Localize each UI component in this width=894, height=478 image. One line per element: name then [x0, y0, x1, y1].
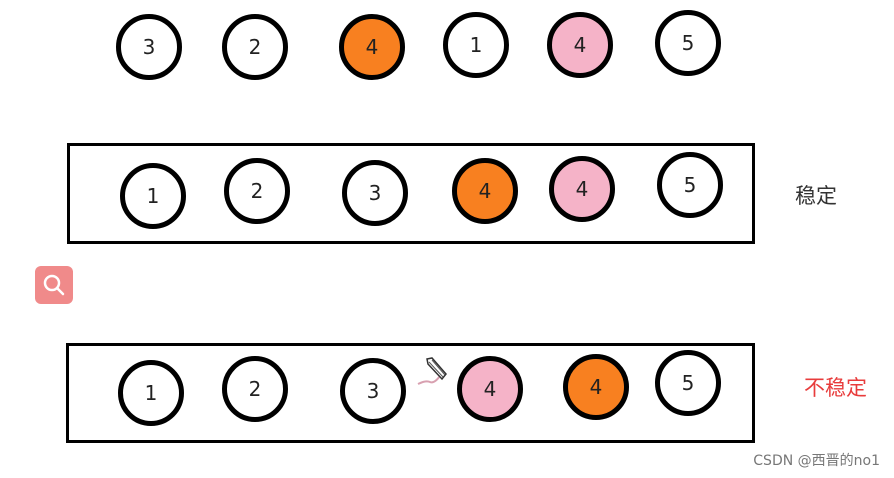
circle: 3 [342, 160, 408, 226]
circle: 4 [457, 356, 523, 422]
stable-box [67, 143, 755, 244]
unstable-label: 不稳定 [804, 376, 867, 400]
watermark: CSDN @西晋的no1 [753, 453, 880, 469]
circle: 2 [224, 158, 290, 224]
annotation-stroke [417, 375, 441, 385]
pencil-cursor-icon [426, 357, 447, 381]
stable-label: 稳定 [795, 184, 837, 208]
circle: 5 [655, 350, 721, 416]
circle: 3 [116, 14, 182, 80]
unstable-box [66, 343, 755, 443]
circle: 3 [340, 358, 406, 424]
circle: 5 [657, 152, 723, 218]
circle: 2 [222, 356, 288, 422]
circle: 4 [547, 12, 613, 78]
circle: 1 [118, 360, 184, 426]
search-button[interactable] [35, 266, 73, 304]
circle: 1 [443, 12, 509, 78]
search-icon [43, 274, 65, 296]
circle: 5 [655, 10, 721, 76]
circle: 2 [222, 14, 288, 80]
circle: 4 [549, 156, 615, 222]
circle: 4 [339, 14, 405, 80]
circle: 1 [120, 163, 186, 229]
circle: 4 [563, 354, 629, 420]
circle: 4 [452, 158, 518, 224]
